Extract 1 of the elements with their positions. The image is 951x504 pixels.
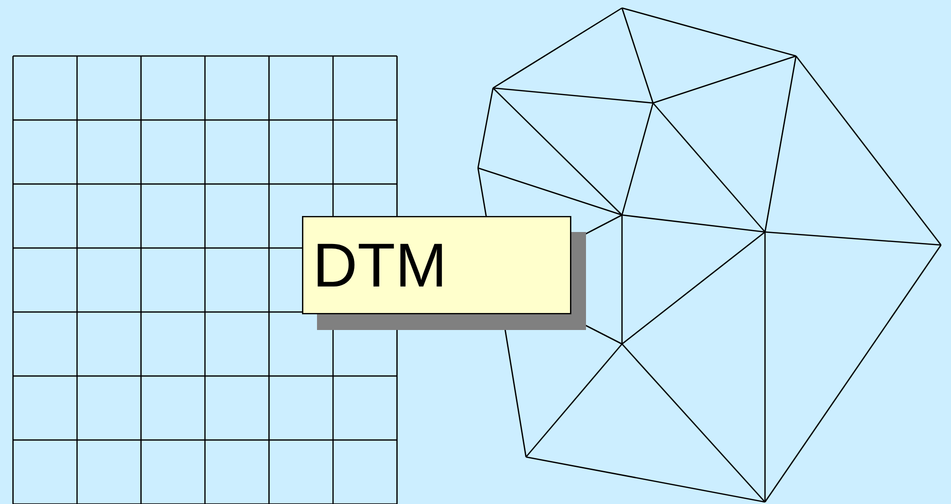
label-box: DTM	[302, 216, 586, 330]
